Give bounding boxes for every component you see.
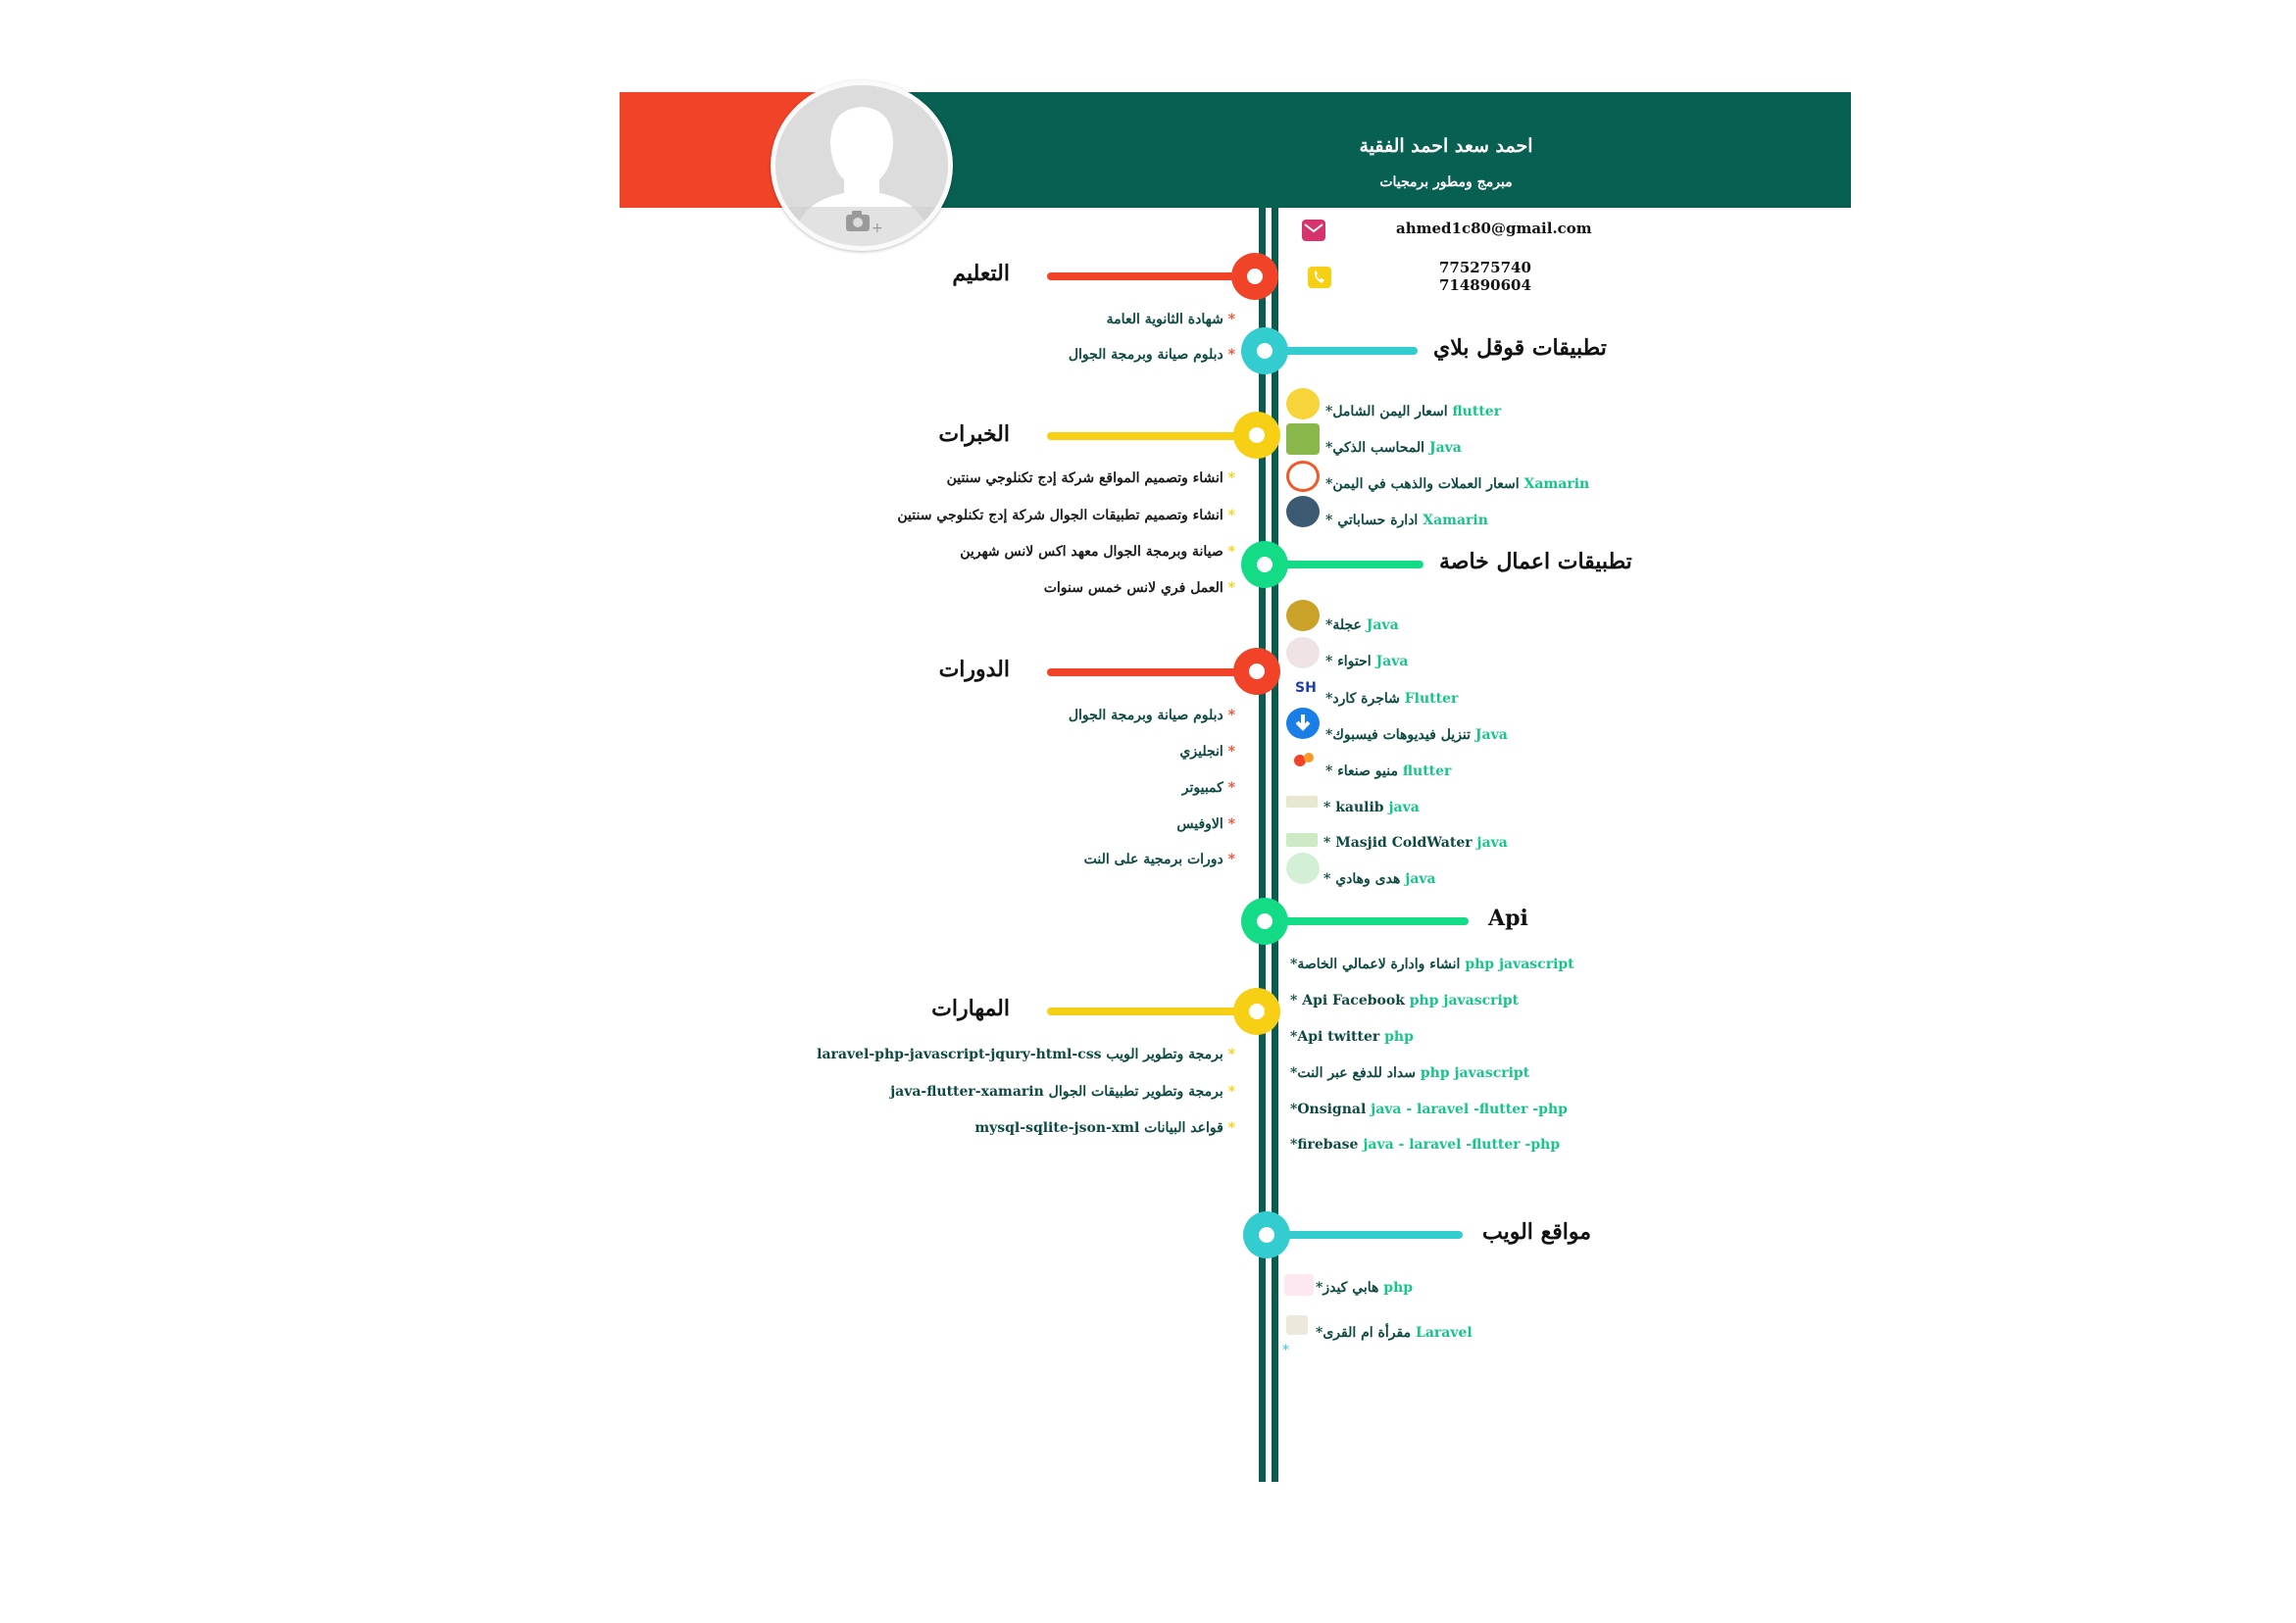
google-play-item: flutter اسعار اليمن الشامل* bbox=[1325, 404, 1502, 419]
person-name: احمد سعد احمد الفقية bbox=[1359, 135, 1533, 157]
api-node bbox=[1241, 898, 1288, 945]
private-app-item: * kaulib java bbox=[1323, 800, 1420, 815]
education-item: * دبلوم صيانة وبرمجة الجوال bbox=[1068, 347, 1235, 363]
course-item: * الاوفيس bbox=[1176, 816, 1235, 832]
education-node bbox=[1231, 253, 1278, 300]
api-item: *Api twitter php bbox=[1290, 1029, 1414, 1045]
my-accounts-app-icon bbox=[1286, 496, 1320, 527]
masjid-app-icon bbox=[1286, 833, 1318, 847]
skill-item: * برمجة وتطوير الويب laravel-php-javascr… bbox=[817, 1047, 1235, 1062]
svg-text:SH: SH bbox=[1295, 680, 1317, 696]
google-play-connector bbox=[1271, 347, 1418, 355]
courses-title: الدورات bbox=[938, 657, 1010, 682]
google-play-item: Java المحاسب الذكي* bbox=[1325, 440, 1462, 456]
sanaa-menu-app-icon bbox=[1292, 749, 1316, 770]
timeline-rail-right bbox=[1272, 208, 1278, 1482]
phone-number-2[interactable]: 714890604 bbox=[1439, 276, 1531, 294]
private-app-item: flutter منيو صنعاء * bbox=[1325, 763, 1452, 779]
experience-item: * انشاء وتصميم المواقع شركة إدج تكنلوجي … bbox=[946, 470, 1235, 486]
skill-item: * قواعد البيانات mysql-sqlite-json-xml bbox=[974, 1120, 1235, 1136]
course-item: * كمبيوتر bbox=[1181, 780, 1235, 796]
email-icon bbox=[1302, 220, 1325, 241]
smart-accountant-app-icon bbox=[1286, 423, 1320, 455]
skills-title: المهارات bbox=[931, 996, 1010, 1021]
api-item: *firebase java - laravel -flutter -php bbox=[1290, 1137, 1561, 1153]
education-connector bbox=[1047, 272, 1241, 280]
private-apps-title: تطبيقات اعمال خاصة bbox=[1439, 549, 1632, 574]
api-connector bbox=[1271, 917, 1469, 925]
skills-connector bbox=[1047, 1008, 1241, 1015]
google-play-item: Xamarin ادارة حساباتي * bbox=[1325, 513, 1488, 528]
person-silhouette-icon: + bbox=[775, 85, 948, 246]
experience-item: * صيانة وبرمجة الجوال معهد اكس لانس شهري… bbox=[960, 544, 1235, 560]
person-role: مبرمج ومطور برمجيات bbox=[1379, 174, 1513, 190]
private-app-item: java هدى وهادي * bbox=[1323, 871, 1436, 887]
education-item: * شهادة الثانوية العامة bbox=[1106, 312, 1235, 327]
experience-title: الخبرات bbox=[938, 421, 1010, 447]
api-item: php javascript انشاء وادارة لاعمالي الخا… bbox=[1290, 957, 1574, 972]
courses-connector bbox=[1047, 668, 1241, 676]
trailing-bullet: * bbox=[1282, 1343, 1289, 1358]
svg-text:+: + bbox=[872, 221, 883, 236]
ajala-app-icon bbox=[1286, 600, 1320, 631]
shajara-card-app-icon: SH bbox=[1292, 674, 1318, 698]
websites-connector bbox=[1271, 1231, 1463, 1239]
experience-node bbox=[1233, 412, 1280, 459]
phone-icon bbox=[1308, 267, 1331, 288]
header-green-band bbox=[825, 92, 1851, 208]
private-apps-connector bbox=[1271, 561, 1423, 568]
google-play-node bbox=[1241, 327, 1288, 374]
api-item: *Onsignal java - laravel -flutter -php bbox=[1290, 1102, 1568, 1117]
api-item: * Api Facebook php javascript bbox=[1290, 993, 1520, 1008]
huda-hadi-app-icon bbox=[1286, 853, 1320, 884]
websites-node bbox=[1243, 1211, 1290, 1258]
experience-item: * العمل فري لانس خمس سنوات bbox=[1043, 580, 1235, 596]
happy-kids-site-icon bbox=[1284, 1274, 1314, 1296]
kaulib-app-icon bbox=[1286, 796, 1318, 808]
ehtewa-app-icon bbox=[1286, 637, 1320, 668]
websites-title: مواقع الويب bbox=[1482, 1219, 1592, 1245]
google-play-item: Xamarin اسعار العملات والذهب في اليمن* bbox=[1325, 476, 1590, 492]
courses-node bbox=[1233, 648, 1280, 695]
course-item: * دورات برمجية على النت bbox=[1083, 852, 1235, 867]
website-item[interactable]: Laravel مقرأة ام القرى* bbox=[1316, 1325, 1472, 1341]
skills-node bbox=[1233, 988, 1280, 1035]
maqraa-site-icon bbox=[1286, 1315, 1308, 1335]
download-icon bbox=[1286, 708, 1320, 739]
yemen-prices-app-icon bbox=[1286, 388, 1320, 419]
private-app-item: Java عجلة* bbox=[1325, 617, 1399, 633]
phone-number-1[interactable]: 775275740 bbox=[1439, 259, 1531, 276]
website-item[interactable]: php هابي كيدز* bbox=[1316, 1280, 1414, 1296]
timeline-rail-left bbox=[1259, 208, 1266, 1482]
currency-gold-app-icon bbox=[1286, 461, 1320, 492]
education-title: التعليم bbox=[952, 261, 1010, 286]
course-item: * دبلوم صيانة وبرمجة الجوال bbox=[1068, 708, 1235, 723]
private-apps-node bbox=[1241, 541, 1288, 588]
camera-add-icon: + bbox=[846, 211, 883, 236]
email-address[interactable]: ahmed1c80@gmail.com bbox=[1396, 220, 1592, 237]
api-title: Api bbox=[1488, 906, 1528, 931]
private-app-item: * Masjid ColdWater java bbox=[1323, 835, 1508, 851]
api-item: php javascript سداد للدفع عبر النت* bbox=[1290, 1065, 1530, 1081]
experience-connector bbox=[1047, 432, 1241, 440]
google-play-title: تطبيقات قوقل بلاي bbox=[1433, 335, 1607, 361]
skill-item: * برمجة وتطوير تطبيقات الجوال java-flutt… bbox=[890, 1084, 1235, 1100]
experience-item: * انشاء وتصميم تطبيقات الجوال شركة إدج ت… bbox=[897, 508, 1235, 523]
private-app-item: Java احتواء * bbox=[1325, 654, 1409, 669]
course-item: * انجليزي bbox=[1179, 744, 1235, 760]
private-app-item: Flutter شاجرة كارد* bbox=[1325, 691, 1459, 707]
private-app-item: Java تنزيل فيديوهات فيسبوك* bbox=[1325, 727, 1508, 743]
profile-photo-placeholder[interactable]: + bbox=[771, 80, 953, 251]
